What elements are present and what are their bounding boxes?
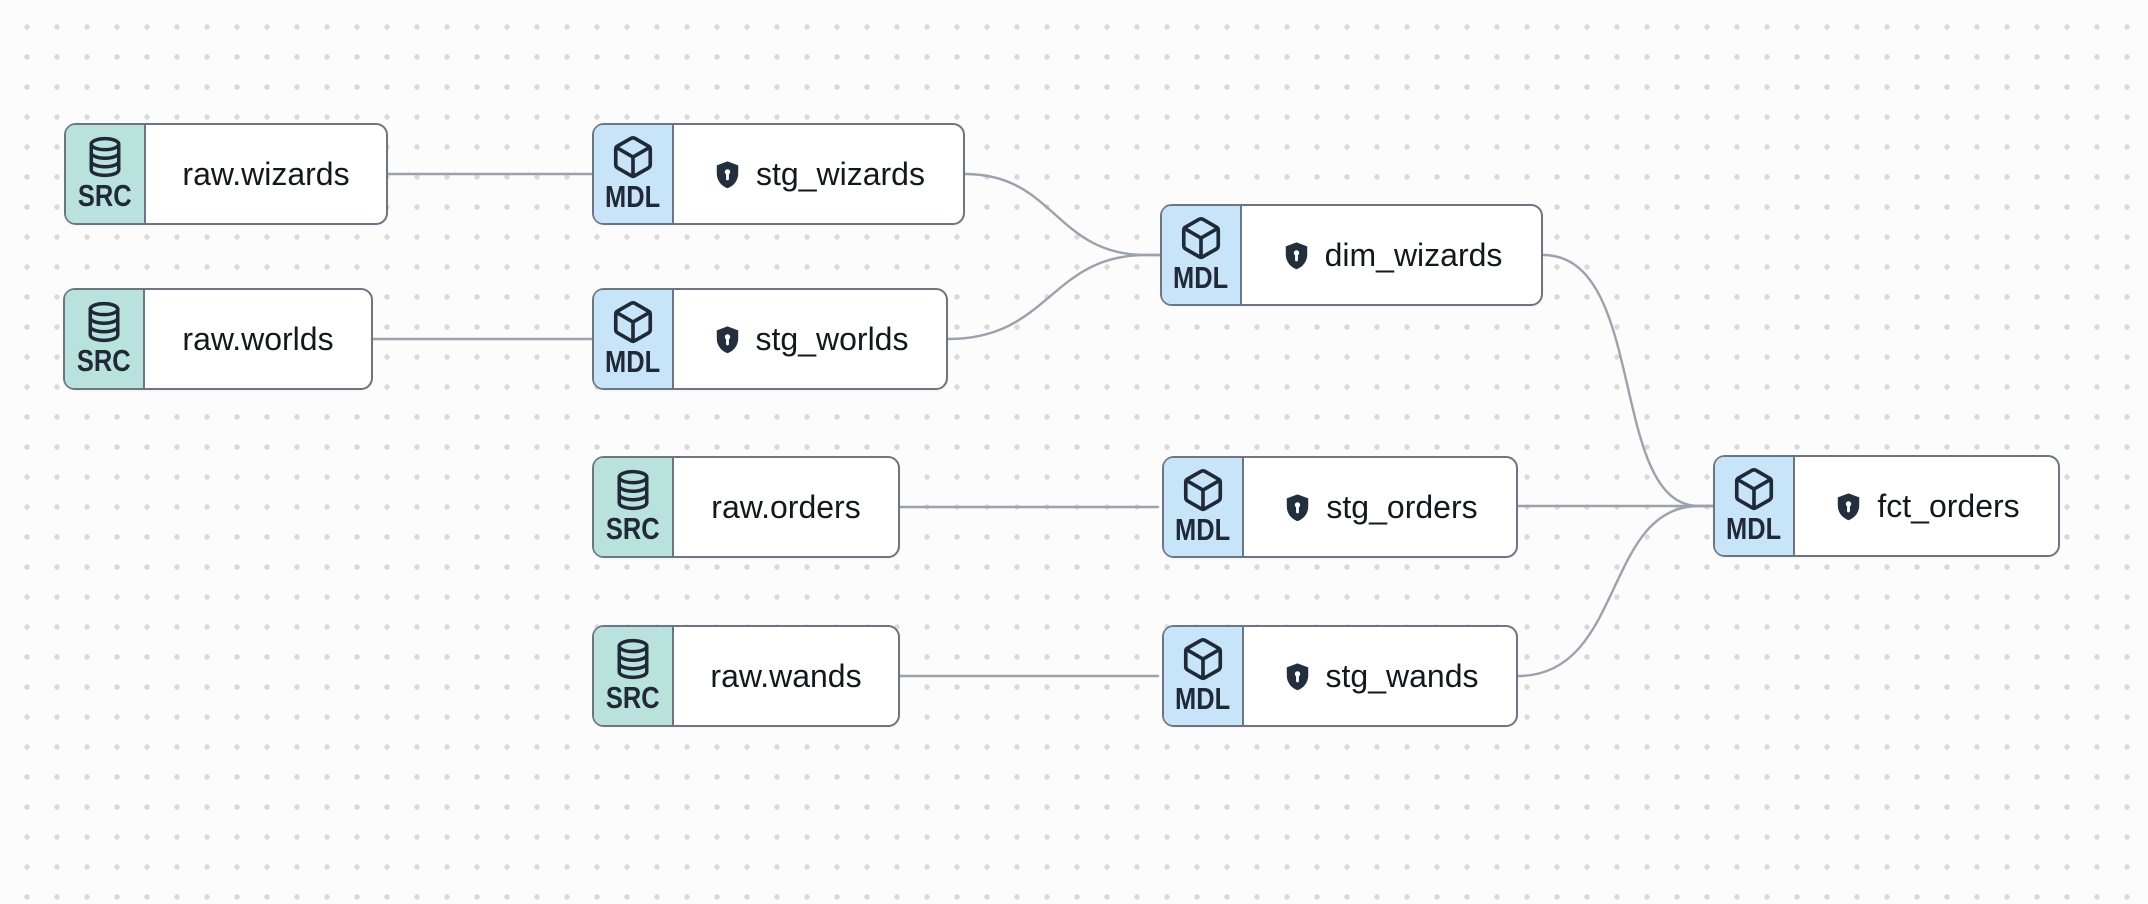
database-icon [89, 136, 121, 178]
source-type-badge: SRC [594, 627, 674, 725]
edge-dim-wizards-to-fct-orders [1541, 253, 1715, 508]
node-name: raw.wands [710, 657, 862, 694]
edge-stg-wizards-to-dim-wizards [963, 172, 1162, 257]
model-type-badge: MDL [594, 125, 674, 223]
node-name: stg_wizards [756, 155, 925, 192]
node-raw-wands[interactable]: SRC raw.wands [592, 625, 900, 727]
node-body: stg_wizards [674, 125, 963, 223]
node-dim-wizards[interactable]: MDL dim_wizards [1160, 204, 1543, 306]
database-icon [88, 301, 120, 343]
model-type-badge: MDL [594, 290, 674, 388]
node-name: stg_orders [1326, 488, 1478, 525]
model-type-badge: MDL [1715, 457, 1795, 555]
node-body: raw.worlds [145, 290, 371, 388]
node-raw-orders[interactable]: SRC raw.orders [592, 456, 900, 558]
node-name: stg_worlds [755, 320, 909, 357]
model-type-badge: MDL [1164, 627, 1244, 725]
edge-stg-worlds-to-dim-wizards [946, 253, 1162, 341]
node-body: stg_worlds [674, 290, 946, 388]
node-body: fct_orders [1795, 457, 2058, 555]
shield-lock-icon [1287, 493, 1309, 521]
node-stg-orders[interactable]: MDL stg_orders [1162, 456, 1518, 558]
node-name: stg_wands [1325, 657, 1479, 694]
node-name: raw.wizards [182, 155, 350, 192]
node-kind-label: SRC [78, 178, 132, 213]
source-type-badge: SRC [594, 458, 674, 556]
node-stg-worlds[interactable]: MDL stg_worlds [592, 288, 948, 390]
node-kind-label: MDL [1173, 260, 1229, 295]
edge-stg-wands-to-fct-orders [1516, 504, 1715, 678]
shield-lock-icon [1285, 241, 1307, 269]
node-kind-label: SRC [77, 343, 131, 378]
model-type-badge: MDL [1164, 458, 1244, 556]
node-kind-label: MDL [1175, 681, 1231, 716]
node-raw-worlds[interactable]: SRC raw.worlds [63, 288, 373, 390]
node-name: fct_orders [1877, 487, 2020, 524]
node-kind-label: MDL [605, 179, 661, 214]
cube-icon [613, 301, 653, 344]
node-stg-wizards[interactable]: MDL stg_wizards [592, 123, 965, 225]
cube-icon [1183, 638, 1223, 681]
node-kind-label: SRC [606, 511, 660, 546]
node-body: raw.wands [674, 627, 898, 725]
node-body: stg_wands [1244, 627, 1516, 725]
node-kind-label: MDL [1175, 512, 1231, 547]
database-icon [617, 638, 649, 680]
node-kind-label: MDL [1726, 511, 1782, 546]
shield-lock-icon [716, 325, 738, 353]
node-kind-label: MDL [605, 344, 661, 379]
shield-lock-icon [1286, 662, 1308, 690]
shield-lock-icon [716, 160, 739, 188]
node-body: stg_orders [1244, 458, 1516, 556]
node-stg-wands[interactable]: MDL stg_wands [1162, 625, 1518, 727]
node-fct-orders[interactable]: MDL fct_orders [1713, 455, 2060, 557]
cube-icon [613, 136, 653, 179]
node-name: raw.worlds [182, 320, 334, 357]
node-raw-wizards[interactable]: SRC raw.wizards [64, 123, 388, 225]
source-type-badge: SRC [65, 290, 145, 388]
node-body: dim_wizards [1242, 206, 1541, 304]
source-type-badge: SRC [66, 125, 146, 223]
node-kind-label: SRC [606, 680, 660, 715]
node-name: dim_wizards [1324, 236, 1503, 273]
cube-icon [1181, 217, 1221, 260]
node-body: raw.orders [674, 458, 898, 556]
shield-lock-icon [1838, 492, 1860, 520]
cube-icon [1734, 468, 1774, 511]
node-name: raw.orders [711, 488, 861, 525]
database-icon [617, 469, 649, 511]
node-body: raw.wizards [146, 125, 386, 223]
model-type-badge: MDL [1162, 206, 1242, 304]
cube-icon [1183, 469, 1223, 512]
